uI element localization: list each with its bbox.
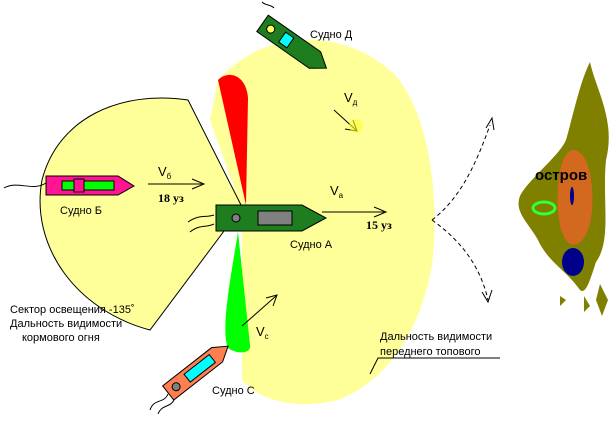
- starboard-light-sector: [225, 232, 251, 353]
- island-islet-3: [584, 296, 590, 312]
- island-pond: [570, 187, 574, 205]
- ship-d: [256, 14, 328, 69]
- ship-a-wake: [187, 214, 215, 223]
- velocity-c-label: Vс: [256, 324, 269, 341]
- vector-a-arrowhead: [373, 206, 388, 218]
- ship-a-name: Судно А: [290, 239, 333, 251]
- ship-b-deck: [61, 180, 115, 191]
- island-islet-4: [584, 88, 590, 102]
- island-islet-1: [596, 284, 608, 316]
- velocity-b-label: Vб: [158, 164, 172, 181]
- vector-d-highlight: [349, 119, 363, 133]
- vector-c-line: [241, 295, 277, 327]
- vector-c-arrowhead: [265, 294, 278, 307]
- ship-a-superstructure: [257, 210, 293, 226]
- island-inner: [557, 150, 593, 245]
- ship-d-name: Судно Д: [310, 29, 353, 41]
- beam-arrowhead-down: [481, 289, 493, 304]
- port-light-sector: [218, 74, 248, 205]
- ship-a-mast: [231, 213, 241, 223]
- ship-a: Судно А: [187, 204, 333, 251]
- stern-range-label-2: кормового огня: [22, 332, 100, 344]
- ship-b-name: Судно Б: [60, 205, 102, 217]
- velocity-d-label: Vд: [344, 90, 358, 107]
- stern-sector-label: Сектор освещения -135˚: [10, 304, 135, 316]
- light-beam-arrows: [431, 124, 491, 301]
- ship-b: Судно Б: [3, 175, 135, 217]
- ship-d-mast: [266, 24, 276, 34]
- speed-a-label: 15 уз: [366, 218, 392, 232]
- ship-d-wake: [261, 1, 275, 9]
- vector-b-arrowhead: [191, 178, 206, 190]
- speed-b-label: 18 уз: [158, 191, 184, 205]
- island: остров: [518, 62, 609, 316]
- ship-b-wake: [3, 182, 47, 189]
- masthead-visibility-zone: [210, 39, 435, 405]
- ship-c-deck: [183, 353, 217, 383]
- sternlight-visibility-zone: [39, 97, 243, 331]
- ship-c: [161, 345, 229, 401]
- velocity-vectors: [148, 109, 384, 327]
- island-label: остров: [535, 167, 587, 184]
- velocity-a-label: Vа: [330, 183, 344, 200]
- ship-c-name: Судно С: [212, 385, 255, 397]
- mast-range-label-2: переднего топового: [380, 346, 480, 358]
- stern-range-label-1: Дальность видимости: [10, 318, 122, 330]
- island-islet-2: [560, 296, 566, 306]
- beam-arrowhead-up: [485, 116, 495, 131]
- ship-c-mast: [171, 382, 181, 392]
- ship-c-wake: [149, 393, 175, 415]
- island-green-spot: [531, 200, 557, 216]
- ship-b-cabin: [73, 178, 85, 193]
- island-lake: [562, 248, 584, 276]
- ship-d-deck: [278, 31, 295, 49]
- mast-range-label-1: Дальность видимости: [380, 331, 492, 343]
- mast-range-leader: [369, 357, 500, 375]
- ship-a-wake-2: [189, 223, 215, 233]
